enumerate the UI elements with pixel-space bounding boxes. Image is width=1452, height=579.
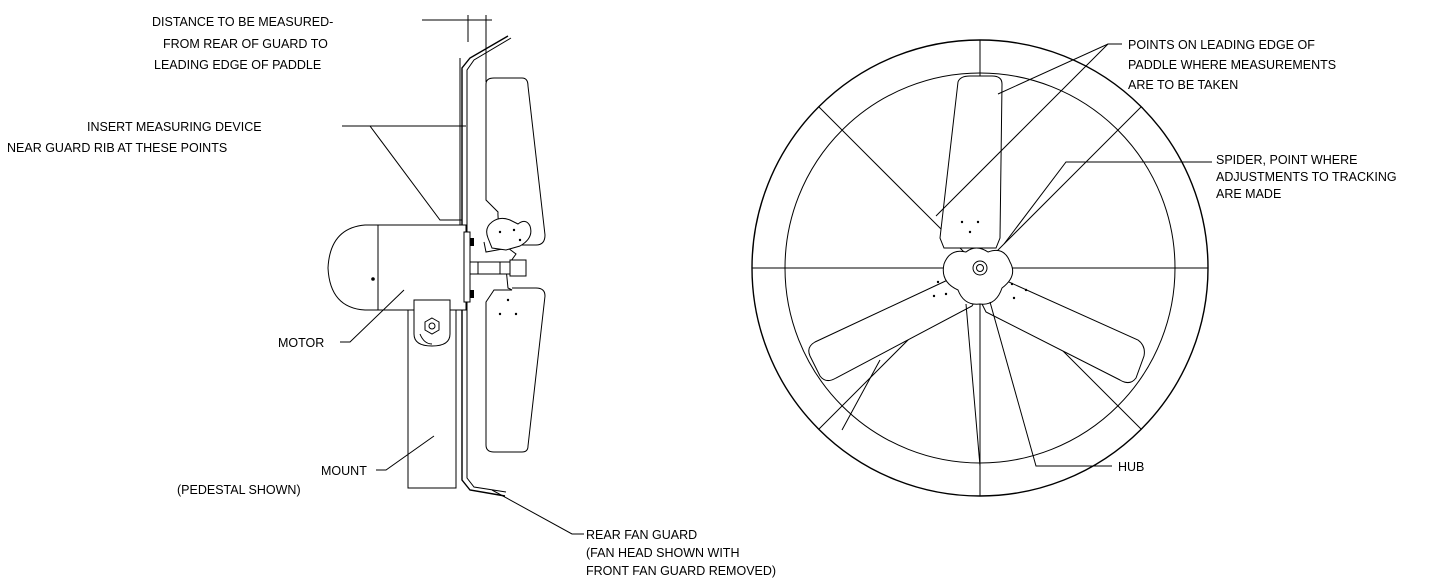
label-points-3: ARE TO BE TAKEN bbox=[1128, 78, 1238, 92]
label-hub: HUB bbox=[1118, 460, 1144, 474]
label-motor: MOTOR bbox=[278, 336, 324, 350]
label-spider-2: ADJUSTMENTS TO TRACKING bbox=[1216, 170, 1397, 184]
label-distance-2: FROM REAR OF GUARD TO bbox=[163, 37, 328, 51]
side-paddles bbox=[483, 77, 546, 453]
label-spider-1: SPIDER, POINT WHERE bbox=[1216, 153, 1357, 167]
distance-dimension bbox=[422, 15, 492, 82]
side-view bbox=[327, 15, 546, 497]
label-rear-guard-1: REAR FAN GUARD bbox=[586, 528, 697, 542]
annotation-labels: DISTANCE TO BE MEASURED- FROM REAR OF GU… bbox=[7, 15, 1397, 578]
label-distance-1: DISTANCE TO BE MEASURED- bbox=[152, 15, 333, 29]
label-points-1: POINTS ON LEADING EDGE OF bbox=[1128, 38, 1315, 52]
label-spider-3: ARE MADE bbox=[1216, 187, 1281, 201]
label-points-2: PADDLE WHERE MEASUREMENTS bbox=[1128, 58, 1336, 72]
label-rear-guard-3: FRONT FAN GUARD REMOVED) bbox=[586, 564, 776, 578]
paddle-top bbox=[939, 75, 1003, 249]
hub-spider bbox=[942, 247, 1014, 305]
mount-pedestal bbox=[407, 299, 457, 489]
label-distance-3: LEADING EDGE OF PADDLE bbox=[154, 58, 321, 72]
front-view bbox=[751, 39, 1209, 497]
leader-lines bbox=[340, 43, 1212, 535]
label-mount-2: (PEDESTAL SHOWN) bbox=[177, 483, 301, 497]
paddle-right bbox=[979, 277, 1145, 384]
label-insert-2: NEAR GUARD RIB AT THESE POINTS bbox=[7, 141, 227, 155]
paddle-left bbox=[808, 277, 979, 382]
label-rear-guard-2: (FAN HEAD SHOWN WITH bbox=[586, 546, 739, 560]
motor bbox=[327, 224, 474, 311]
label-mount-1: MOUNT bbox=[321, 464, 367, 478]
label-insert-1: INSERT MEASURING DEVICE bbox=[87, 120, 262, 134]
side-hub bbox=[467, 259, 527, 277]
